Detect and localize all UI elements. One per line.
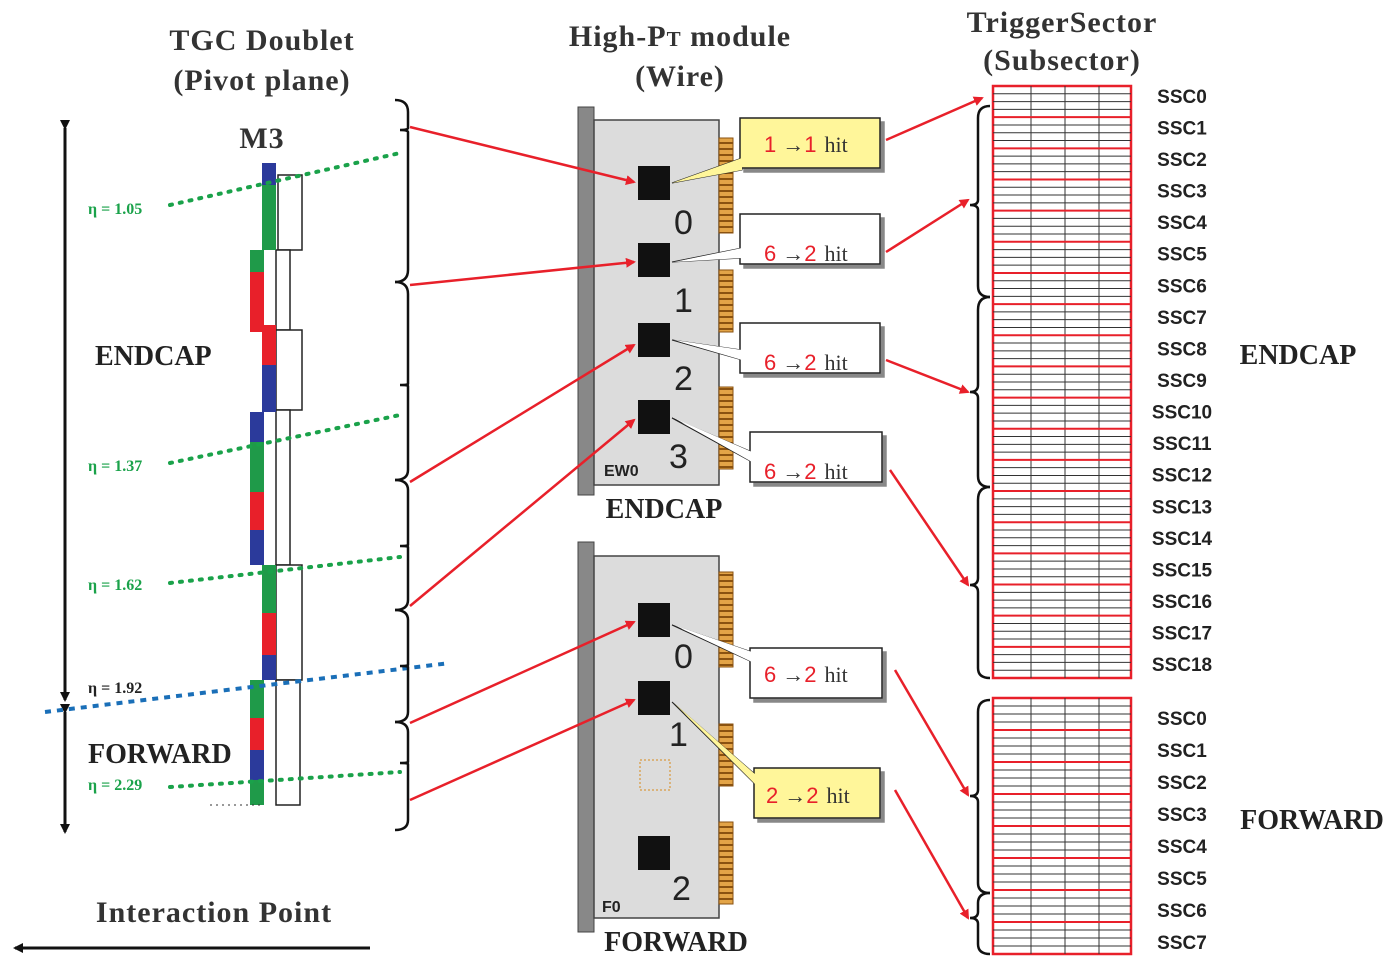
- endcap-module: 0 1 2 3 EW0 ENDCAP: [577, 106, 734, 525]
- tgc-segments: [250, 163, 276, 805]
- callout-box-0: [739, 117, 881, 169]
- forward-ssc-label-3: SSC3: [1157, 805, 1207, 826]
- forward-chip-1: [638, 681, 670, 715]
- forward-ssc-label-2: SSC2: [1157, 773, 1207, 794]
- endcap-module-name: EW0: [604, 463, 639, 480]
- forward-chip-label-2: 2: [672, 870, 691, 908]
- endcap-ssc-label-17: SSC17: [1152, 624, 1212, 645]
- endcap-chip-label-0: 0: [674, 204, 693, 242]
- endcap-ssc-label-4: SSC4: [1157, 213, 1207, 234]
- endcap-ssc-label-13: SSC13: [1152, 497, 1212, 518]
- endcap-ssc-label-10: SSC10: [1152, 403, 1212, 424]
- forward-module-name: F0: [602, 899, 621, 916]
- forward-chip-2: [638, 836, 670, 870]
- eta-line-1.62: [168, 555, 402, 585]
- eta-label-2: η = 1.37: [88, 458, 142, 475]
- endcap-ssc-label-14: SSC14: [1152, 529, 1213, 550]
- endcap-chip-1: [638, 243, 670, 277]
- left-endcap-label: ENDCAP: [95, 341, 212, 372]
- forward-chip-label-0: 0: [674, 638, 693, 676]
- forward-chip-0: [638, 603, 670, 637]
- tgc-title-line1: TGC Doublet: [169, 24, 354, 57]
- eta-label-1: η = 1.05: [88, 201, 142, 218]
- sector-braces: [969, 104, 991, 956]
- callout-box-3: [749, 431, 883, 483]
- endcap-ssc-label-9: SSC9: [1157, 371, 1207, 392]
- interaction-point-label: Interaction Point: [96, 896, 332, 929]
- highpt-title-line2: (Wire): [635, 60, 725, 93]
- endcap-ssc-label-3: SSC3: [1157, 182, 1207, 203]
- endcap-chip-0: [638, 166, 670, 200]
- endcap-ssc-label-2: SSC2: [1157, 150, 1207, 171]
- forward-ssc-label-0: SSC0: [1157, 709, 1207, 730]
- endcap-ssc-label-16: SSC16: [1152, 592, 1212, 613]
- eta-line-1.05: [168, 151, 402, 207]
- tgc-title-line2: (Pivot plane): [173, 64, 350, 97]
- callout-box-5: [753, 767, 881, 819]
- right-forward-label: FORWARD: [1240, 805, 1384, 836]
- forward-ssc-label-7: SSC7: [1157, 933, 1207, 954]
- endcap-ssc-labels: SSC0SSC1SSC2SSC3SSC4SSC5SSC6SSC7SSC8SSC9…: [1152, 87, 1213, 676]
- forward-ssc-label-4: SSC4: [1157, 837, 1207, 858]
- forward-module: 0 1 2 F0 FORWARD: [577, 541, 748, 958]
- station-label: M3: [239, 122, 284, 155]
- tgc-doublet: M3: [13, 98, 451, 953]
- endcap-chip-2: [638, 323, 670, 357]
- right-endcap-label: ENDCAP: [1240, 340, 1357, 371]
- forward-ssc-label-5: SSC5: [1157, 869, 1207, 890]
- endcap-ssc-label-5: SSC5: [1157, 245, 1207, 266]
- endcap-chip-label-1: 1: [674, 282, 693, 320]
- tgc-braces: [394, 98, 410, 832]
- eta-line-1.37: [168, 413, 402, 465]
- eta-label-4: η = 1.92: [88, 680, 142, 697]
- endcap-ssc-label-15: SSC15: [1152, 560, 1213, 581]
- forward-ssc-label-1: SSC1: [1157, 741, 1207, 762]
- trigger-title-line2: (Subsector): [983, 44, 1141, 77]
- endcap-module-label: ENDCAP: [606, 494, 723, 525]
- endcap-chip-label-2: 2: [674, 360, 693, 398]
- endcap-ssc-label-8: SSC8: [1157, 339, 1207, 360]
- endcap-chip-3: [638, 400, 670, 434]
- endcap-ssc-label-18: SSC18: [1152, 655, 1212, 676]
- endcap-ssc-label-11: SSC11: [1152, 434, 1212, 455]
- callout-box-1: [739, 213, 881, 265]
- trigger-title-line1: TriggerSector: [967, 6, 1158, 39]
- forward-ssc-label-6: SSC6: [1157, 901, 1207, 922]
- forward-chip-empty-slot: [639, 759, 671, 791]
- callout-box-2: [739, 322, 881, 374]
- eta-line-2.29: [168, 770, 402, 789]
- endcap-ssc-label-7: SSC7: [1157, 308, 1207, 329]
- endcap-sector-grid: [991, 84, 1133, 680]
- endcap-chip-label-3: 3: [669, 438, 688, 476]
- callout-box-4: [749, 647, 883, 699]
- tgc-to-module-arrows: [409, 125, 636, 802]
- left-forward-label: FORWARD: [88, 739, 232, 770]
- forward-module-label: FORWARD: [604, 927, 748, 958]
- callout-to-sector-arrows: [885, 96, 984, 920]
- eta-label-5: η = 2.29: [88, 777, 142, 794]
- eta-line-1.92: [44, 661, 451, 714]
- endcap-ssc-label-0: SSC0: [1157, 87, 1207, 108]
- endcap-ssc-label-1: SSC1: [1157, 118, 1207, 139]
- highpt-title-line1: High-PT module: [569, 20, 791, 53]
- forward-chip-label-1: 1: [669, 716, 688, 754]
- eta-label-3: η = 1.62: [88, 577, 142, 594]
- endcap-ssc-label-12: SSC12: [1152, 466, 1212, 487]
- forward-sector-grid: [991, 696, 1133, 956]
- endcap-ssc-label-6: SSC6: [1157, 276, 1207, 297]
